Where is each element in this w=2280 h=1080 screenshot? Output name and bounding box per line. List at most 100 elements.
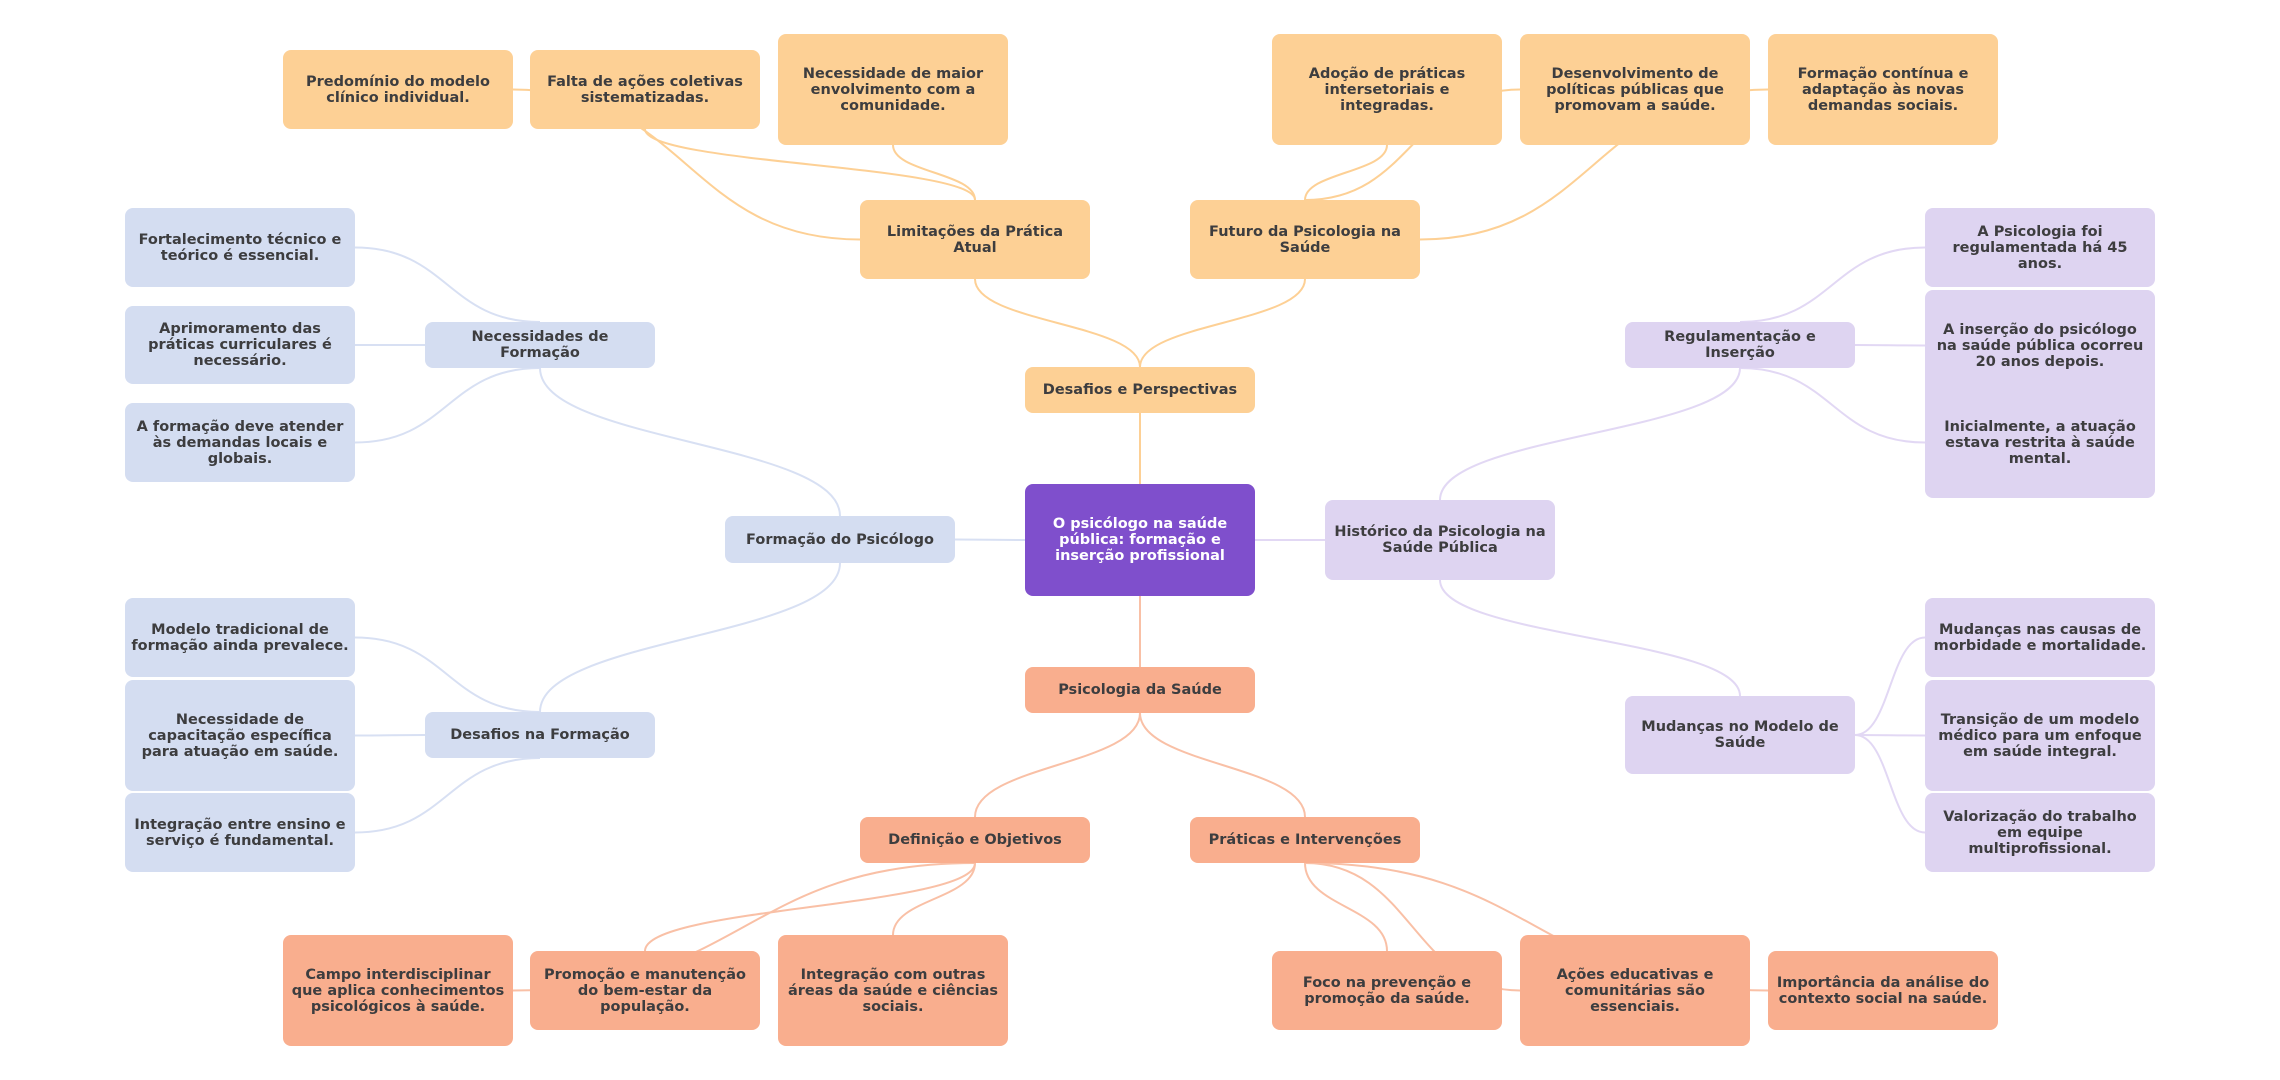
leaf-label: Inicialmente, a atuação estava restrita … xyxy=(1944,418,2136,467)
leaf-label: Mudanças nas causas de morbidade e morta… xyxy=(1933,621,2147,654)
topic-limitacoes-pratica-atual[interactable]: Limitações da Prática Atual xyxy=(860,200,1090,279)
edge-topic-leaf xyxy=(644,128,976,201)
root-node-label: O psicólogo na saúde pública: formação e… xyxy=(1052,516,1228,564)
leaf-label: Necessidade de capacitação específica pa… xyxy=(141,711,339,760)
topic-definicao-objetivos[interactable]: Definição e Objetivos xyxy=(860,817,1090,863)
edge-topic-leaf xyxy=(354,246,541,323)
edge-topic-leaf xyxy=(354,757,541,834)
root-node[interactable]: O psicólogo na saúde pública: formação e… xyxy=(1025,484,1255,596)
leaf-node[interactable]: A Psicologia foi regulamentada há 45 ano… xyxy=(1925,208,2155,287)
topic-regulamentacao-insercao[interactable]: Regulamentação e Inserção xyxy=(1625,322,1855,368)
branch-label: Formação do Psicólogo xyxy=(746,531,934,548)
edge-topic-leaf xyxy=(892,862,976,936)
edge-branch-topic xyxy=(974,712,1141,818)
leaf-node[interactable]: A inserção do psicólogo na saúde pública… xyxy=(1925,290,2155,401)
leaf-node[interactable]: Valorização do trabalho em equipe multip… xyxy=(1925,793,2155,872)
edge-branch-topic xyxy=(539,562,841,713)
topic-label: Necessidades de Formação xyxy=(471,329,609,361)
leaf-label: Adoção de práticas intersetoriais e inte… xyxy=(1308,65,1466,114)
edge-topic-leaf xyxy=(644,862,976,952)
topic-desafios-formacao[interactable]: Desafios na Formação xyxy=(425,712,655,758)
leaf-node[interactable]: Inicialmente, a atuação estava restrita … xyxy=(1925,387,2155,498)
branch-historico-psicologia[interactable]: Histórico da Psicologia na Saúde Pública xyxy=(1325,500,1555,580)
leaf-node[interactable]: Predomínio do modelo clínico individual. xyxy=(283,50,513,129)
edge-topic-leaf xyxy=(1304,862,1388,952)
leaf-label: Promoção e manutenção do bem-estar da po… xyxy=(543,966,747,1015)
branch-psicologia-saude[interactable]: Psicologia da Saúde xyxy=(1025,667,1255,713)
edge-branch-topic xyxy=(1439,367,1741,501)
leaf-node[interactable]: Desenvolvimento de políticas públicas qu… xyxy=(1520,34,1750,145)
edge-topic-leaf xyxy=(892,144,976,201)
leaf-label: Fortalecimento técnico e teórico é essen… xyxy=(138,231,342,264)
leaf-label: Aprimoramento das práticas curriculares … xyxy=(148,321,332,369)
leaf-label: A inserção do psicólogo na saúde pública… xyxy=(1936,321,2144,370)
leaf-label: Necessidade de maior envolvimento com a … xyxy=(802,65,984,114)
leaf-label: Desenvolvimento de políticas públicas qu… xyxy=(1546,65,1724,114)
branch-desafios-perspectivas[interactable]: Desafios e Perspectivas xyxy=(1025,367,1255,413)
leaf-label: Integração entre ensino e serviço é fund… xyxy=(134,816,346,849)
leaf-label: Campo interdisciplinar que aplica conhec… xyxy=(291,966,505,1015)
edge-topic-leaf xyxy=(1304,144,1388,201)
leaf-node[interactable]: Integração entre ensino e serviço é fund… xyxy=(125,793,355,872)
topic-label: Desafios na Formação xyxy=(450,727,630,743)
leaf-label: Falta de ações coletivas sistematizadas. xyxy=(547,73,743,106)
branch-formacao-psicologo[interactable]: Formação do Psicólogo xyxy=(725,516,955,563)
edge-topic-leaf xyxy=(354,367,541,444)
edge-topic-leaf xyxy=(1854,734,1926,834)
leaf-label: Predomínio do modelo clínico individual. xyxy=(306,73,490,106)
leaf-node[interactable]: Foco na prevenção e promoção da saúde. xyxy=(1272,951,1502,1030)
leaf-label: Foco na prevenção e promoção da saúde. xyxy=(1302,974,1472,1007)
leaf-node[interactable]: Fortalecimento técnico e teórico é essen… xyxy=(125,208,355,287)
branch-label: Psicologia da Saúde xyxy=(1058,682,1222,698)
topic-label: Mudanças no Modelo de Saúde xyxy=(1641,719,1839,751)
leaf-node[interactable]: Transição de um modelo médico para um en… xyxy=(1925,680,2155,791)
edge-branch-topic xyxy=(1139,712,1306,818)
topic-necessidades-formacao[interactable]: Necessidades de Formação xyxy=(425,322,655,368)
leaf-label: Modelo tradicional de formação ainda pre… xyxy=(131,621,349,654)
edge-topic-leaf xyxy=(1854,636,1926,736)
leaf-label: Valorização do trabalho em equipe multip… xyxy=(1943,808,2137,857)
leaf-label: Formação contínua e adaptação às novas d… xyxy=(1797,65,1969,114)
leaf-node[interactable]: Formação contínua e adaptação às novas d… xyxy=(1768,34,1998,145)
edge-branch-topic xyxy=(539,367,841,517)
leaf-node[interactable]: Integração com outras áreas da saúde e c… xyxy=(778,935,1008,1046)
topic-praticas-intervencoes[interactable]: Práticas e Intervenções xyxy=(1190,817,1420,863)
leaf-node[interactable]: Adoção de práticas intersetoriais e inte… xyxy=(1272,34,1502,145)
leaf-node[interactable]: Promoção e manutenção do bem-estar da po… xyxy=(530,951,760,1030)
topic-label: Limitações da Prática Atual xyxy=(886,223,1064,256)
leaf-label: Ações educativas e comunitárias são esse… xyxy=(1556,966,1714,1015)
branch-label: Desafios e Perspectivas xyxy=(1042,382,1238,398)
leaf-node[interactable]: Necessidade de capacitação específica pa… xyxy=(125,680,355,791)
leaf-node[interactable]: Ações educativas e comunitárias são esse… xyxy=(1520,935,1750,1046)
leaf-node[interactable]: Necessidade de maior envolvimento com a … xyxy=(778,34,1008,145)
leaf-node[interactable]: A formação deve atender às demandas loca… xyxy=(125,403,355,482)
edge-topic-leaf xyxy=(1739,246,1926,323)
edge-branch-topic xyxy=(974,278,1141,368)
edge-topic-leaf xyxy=(1854,734,1926,737)
leaf-node[interactable]: Importância da análise do contexto socia… xyxy=(1768,951,1998,1030)
leaf-node[interactable]: Modelo tradicional de formação ainda pre… xyxy=(125,598,355,677)
branch-label: Histórico da Psicologia na Saúde Pública xyxy=(1334,524,1546,556)
edge-topic-leaf xyxy=(354,734,426,737)
edge-branch-topic xyxy=(1439,579,1741,697)
topic-label: Regulamentação e Inserção xyxy=(1664,329,1816,361)
edge-topic-leaf xyxy=(354,636,541,713)
leaf-label: A formação deve atender às demandas loca… xyxy=(136,418,344,467)
topic-mudancas-modelo-saude[interactable]: Mudanças no Modelo de Saúde xyxy=(1625,696,1855,774)
edge-root-branch xyxy=(954,538,1026,541)
leaf-node[interactable]: Mudanças nas causas de morbidade e morta… xyxy=(1925,598,2155,677)
topic-label: Definição e Objetivos xyxy=(888,832,1062,848)
leaf-label: A Psicologia foi regulamentada há 45 ano… xyxy=(1952,223,2128,272)
edge-branch-topic xyxy=(1139,278,1306,368)
edge-topic-leaf xyxy=(1739,367,1926,444)
leaf-label: Integração com outras áreas da saúde e c… xyxy=(787,966,999,1015)
leaf-node[interactable]: Aprimoramento das práticas curriculares … xyxy=(125,306,355,384)
leaf-node[interactable]: Falta de ações coletivas sistematizadas. xyxy=(530,50,760,129)
leaf-label: Importância da análise do contexto socia… xyxy=(1776,974,1990,1007)
topic-label: Futuro da Psicologia na Saúde xyxy=(1209,223,1401,256)
leaf-label: Transição de um modelo médico para um en… xyxy=(1938,711,2142,760)
topic-futuro-psicologia-saude[interactable]: Futuro da Psicologia na Saúde xyxy=(1190,200,1420,279)
leaf-node[interactable]: Campo interdisciplinar que aplica conhec… xyxy=(283,935,513,1046)
edge-topic-leaf xyxy=(1854,344,1926,347)
